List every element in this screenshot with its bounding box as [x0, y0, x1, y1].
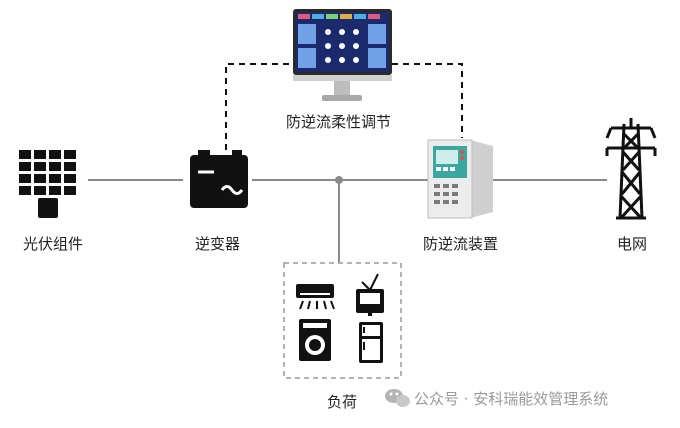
refrigerator-icon [359, 322, 383, 363]
inverter-icon [190, 150, 248, 208]
wechat-icon [385, 389, 410, 407]
bus-junction [335, 176, 343, 184]
grid-label: 电网 [617, 235, 648, 253]
washing-machine-icon [299, 319, 331, 361]
tv-icon [356, 273, 384, 316]
regulation-label: 防逆流柔性调节 [286, 113, 392, 131]
control-line-left [225, 63, 293, 150]
monitor-icon [293, 9, 392, 101]
solar-panel-icon [19, 150, 76, 218]
air-conditioner-icon [296, 284, 335, 310]
pv-label: 光伏组件 [23, 235, 84, 253]
control-line-right [392, 63, 463, 138]
inverter-label: 逆变器 [195, 235, 241, 253]
anti-backflow-device-icon [427, 139, 493, 219]
load-label: 负荷 [327, 393, 358, 411]
device-label: 防逆流装置 [423, 235, 499, 253]
load-group [283, 262, 402, 379]
watermark-text: 公众号 · 安科瑞能效管理系统 [414, 390, 609, 408]
transmission-tower-icon [605, 118, 657, 220]
power-lines [88, 179, 607, 262]
